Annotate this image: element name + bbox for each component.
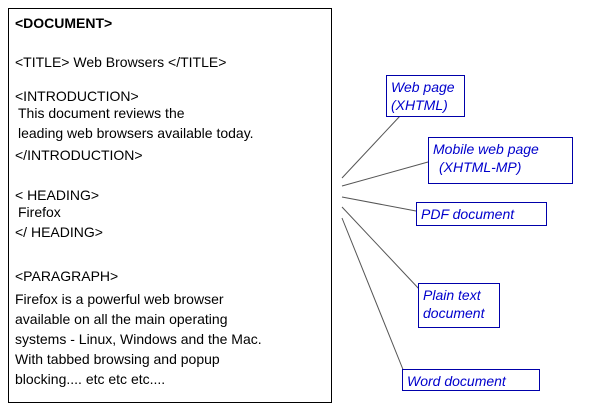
output-pdf-document: PDF document [416, 202, 547, 226]
connector-pdf [341, 196, 417, 212]
connector-word [341, 217, 405, 373]
output-word-document: Word document [402, 369, 540, 391]
paragraph-text-4: With tabbed browsing and popup [15, 351, 220, 367]
output-plain-line-1: Plain text [423, 287, 481, 303]
title-line-text: <TITLE> Web Browsers </TITLE> [15, 54, 227, 70]
introduction-text-2: leading web browsers available today. [18, 125, 254, 141]
introduction-text-1: This document reviews the [18, 105, 185, 121]
paragraph-text-5: blocking.... etc etc etc.... [15, 371, 166, 387]
paragraph-text-2: available on all the main operating [15, 311, 228, 327]
paragraph-open-tag: <PARAGRAPH> [15, 268, 119, 284]
output-plain-text-document: Plain text document [418, 283, 500, 328]
output-mobile-line-2: (XHTML-MP) [439, 159, 522, 175]
output-mobile-web-page: Mobile web page (XHTML-MP) [428, 137, 573, 184]
heading-open-tag: < HEADING> [15, 187, 100, 203]
paragraph-text-1: Firefox is a powerful web browser [15, 291, 224, 307]
connector-plain-text [341, 206, 421, 291]
connector-mobile [341, 161, 429, 187]
output-word-line: Word document [407, 373, 506, 389]
source-document: <DOCUMENT> <TITLE> Web Browsers </TITLE>… [8, 8, 332, 403]
title-line: <TITLE> Web Browsers </TITLE> [15, 53, 226, 71]
introduction-open-tag: <INTRODUCTION> [15, 88, 139, 104]
paragraph-text-3: systems - Linux, Windows and the Mac. [15, 331, 262, 347]
output-mobile-line-1: Mobile web page [433, 141, 539, 157]
output-plain-line-2: document [423, 305, 485, 321]
heading-text: Firefox [18, 204, 61, 220]
heading-close-tag: </ HEADING> [15, 224, 103, 240]
document-open-tag: <DOCUMENT> [15, 15, 113, 31]
output-pdf-line: PDF document [421, 206, 515, 222]
connector-web-page [341, 115, 401, 179]
output-web-page: Web page (XHTML) [386, 75, 465, 117]
introduction-close-tag: </INTRODUCTION> [15, 147, 143, 163]
output-web-page-line-1: Web page [391, 79, 455, 95]
output-web-page-line-2: (XHTML) [391, 97, 448, 113]
